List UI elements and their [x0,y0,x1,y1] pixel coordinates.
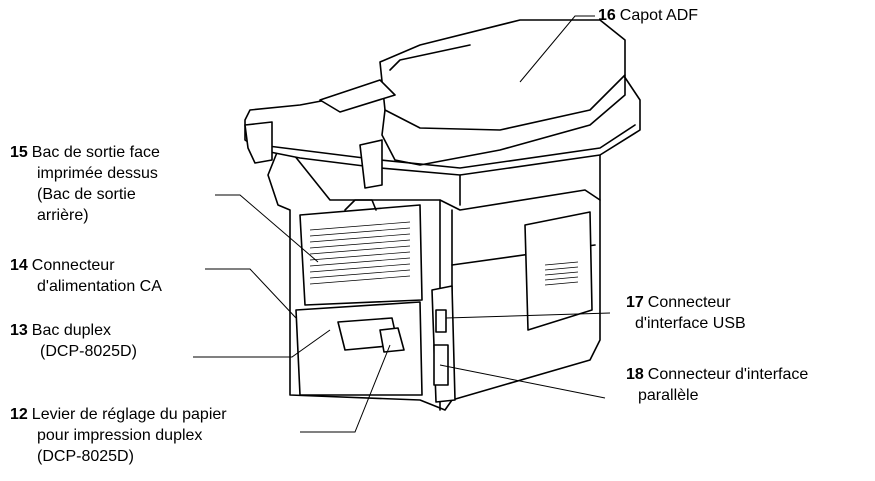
rear-tray-grille [309,221,579,286]
leader-18 [439,364,606,399]
interface-panel [431,285,456,403]
leader-14 [205,268,297,319]
leader-lines [193,15,611,433]
side-vent [524,211,593,331]
leader-17 [445,312,611,319]
rear-output-tray [299,199,423,306]
leader-13 [193,329,331,358]
leader-15 [215,194,319,263]
leader-16 [519,15,595,83]
leader-12 [300,344,391,433]
adf-cover [319,19,626,189]
duplex-tray [295,301,423,396]
